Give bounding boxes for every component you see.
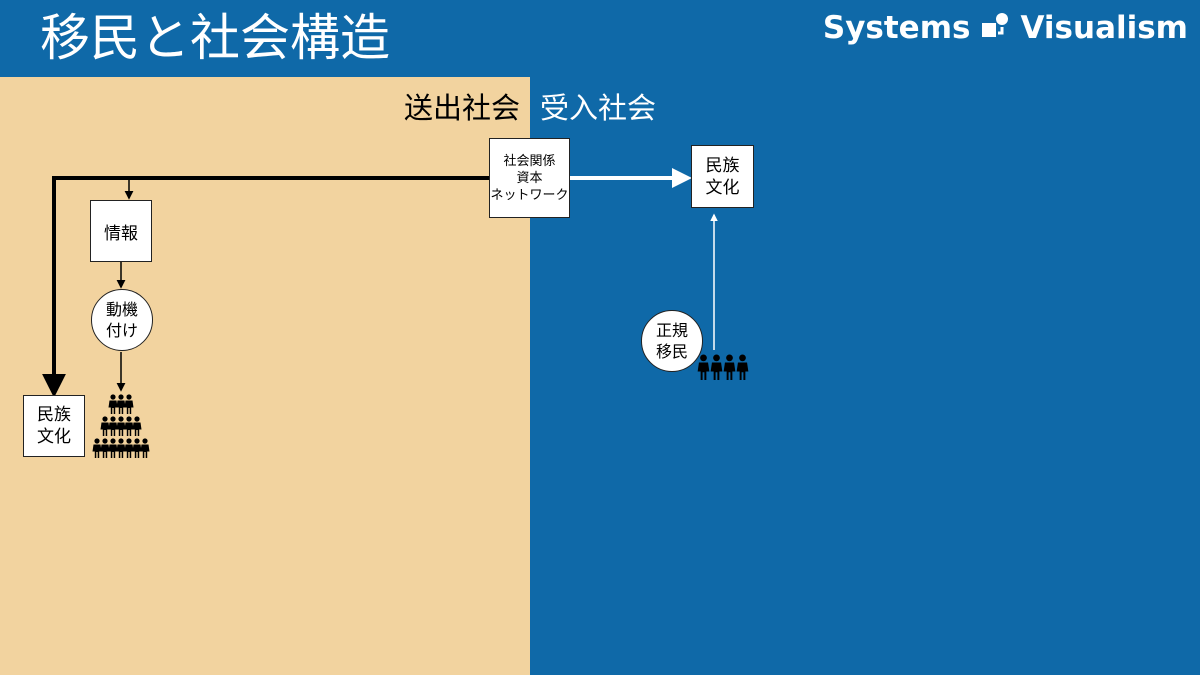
sending-society-label: 送出社会 <box>403 91 520 125</box>
emigrant-group-icon <box>92 394 150 458</box>
receiving-society-label: 受入社会 <box>540 91 657 125</box>
social-capital-label: 社会関係 資本 ネットワーク <box>490 153 569 203</box>
info-label: 情報 <box>104 223 138 244</box>
regular-migrants-circle: 正規 移民 <box>641 310 703 372</box>
regular-migrant-group-icon <box>697 354 749 380</box>
motivation-circle: 動機 付け <box>91 289 153 351</box>
culture-left-box: 民族 文化 <box>23 395 85 457</box>
brand-text-right: Visualism <box>1020 10 1188 46</box>
culture-right-label: 民族 文化 <box>705 155 740 198</box>
info-box: 情報 <box>90 200 152 262</box>
social-capital-box: 社会関係 資本 ネットワーク <box>489 138 570 218</box>
motivation-label: 動機 付け <box>105 300 138 340</box>
regular-migrants-label: 正規 移民 <box>655 321 688 361</box>
brand-text-left: Systems <box>822 10 971 46</box>
logo-icon <box>982 13 1009 37</box>
culture-right-box: 民族 文化 <box>691 145 754 208</box>
culture-left-label: 民族 文化 <box>37 405 71 447</box>
header-bar <box>0 0 1200 77</box>
page-title: 移民と社会構造 <box>40 9 390 67</box>
brand: Systems Visualism <box>823 8 1188 48</box>
arrow-capital-to-culture-left <box>42 176 489 398</box>
